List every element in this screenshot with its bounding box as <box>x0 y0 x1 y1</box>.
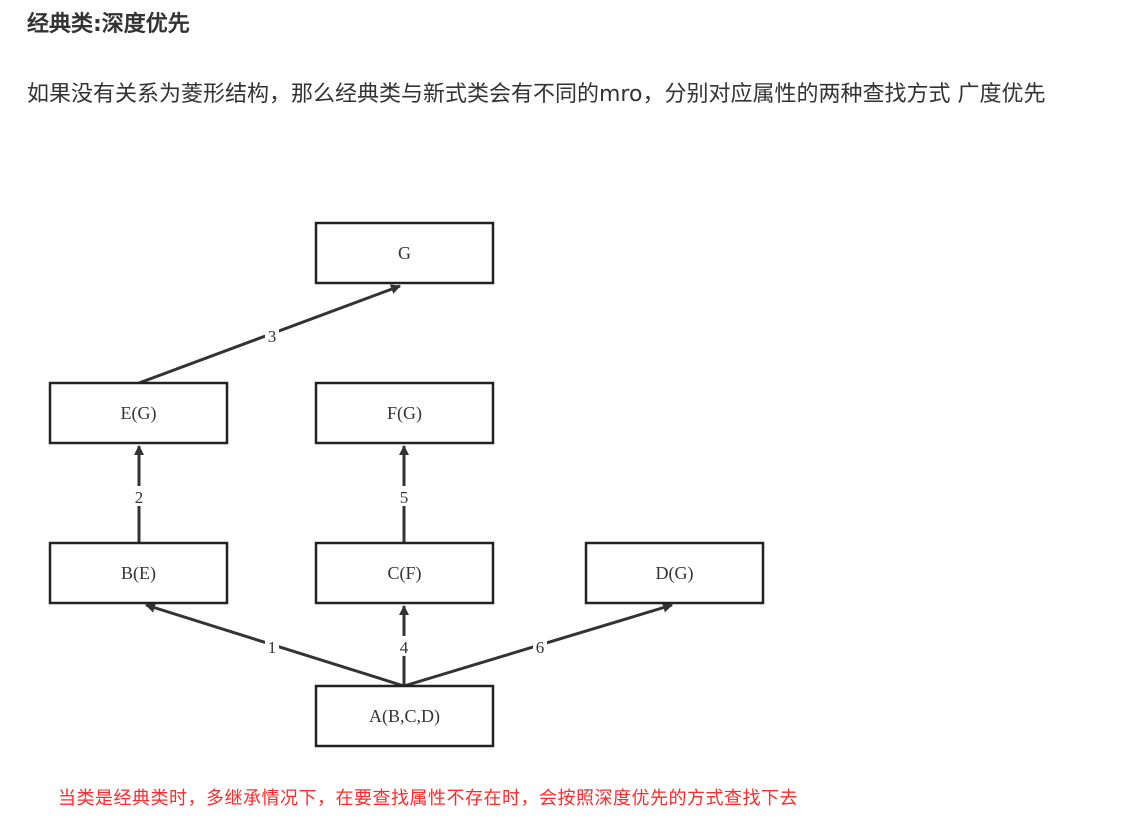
edge-label-4: 4 <box>400 638 409 657</box>
edge-label-bg <box>533 636 547 656</box>
section-heading: 经典类:深度优先 <box>27 12 190 37</box>
edge-label-bg <box>132 486 146 506</box>
edge-label-bg <box>397 486 411 506</box>
edge-label-5: 5 <box>400 488 409 507</box>
node-label-g: G <box>398 243 411 263</box>
node-label-c: C(F) <box>387 563 421 584</box>
nodes-layer: G E(G) F(G) B(E) C(F) D(G) A(B,C,D) <box>48 221 765 748</box>
node-box-b <box>48 541 229 605</box>
edges-layer: 1 2 3 4 5 6 <box>132 284 673 688</box>
node-label-a: A(B,C,D) <box>369 706 440 727</box>
node-label-d: D(G) <box>656 563 694 584</box>
edge-label-2: 2 <box>135 488 144 507</box>
edge-label-bg <box>265 636 279 656</box>
node-label-f: F(G) <box>387 403 422 424</box>
node-box-a <box>314 684 495 748</box>
edge-label-1: 1 <box>268 638 277 657</box>
node-box-f <box>314 381 495 445</box>
edge-label-3: 3 <box>268 327 277 346</box>
node-box-g <box>314 221 495 285</box>
edge-label-bg <box>265 325 279 345</box>
node-label-b: B(E) <box>121 563 156 584</box>
node-box-d <box>584 541 765 605</box>
node-box-c <box>314 541 495 605</box>
edge-label-bg <box>397 636 411 656</box>
edge-label-6: 6 <box>536 638 545 657</box>
caption-note: 当类是经典类时，多继承情况下，在要查找属性不存在时，会按照深度优先的方式查找下去 <box>58 788 798 809</box>
intro-paragraph: 如果没有关系为菱形结构，那么经典类与新式类会有不同的mro，分别对应属性的两种查… <box>27 82 1046 107</box>
node-label-e: E(G) <box>121 403 157 424</box>
node-box-e <box>48 381 229 445</box>
